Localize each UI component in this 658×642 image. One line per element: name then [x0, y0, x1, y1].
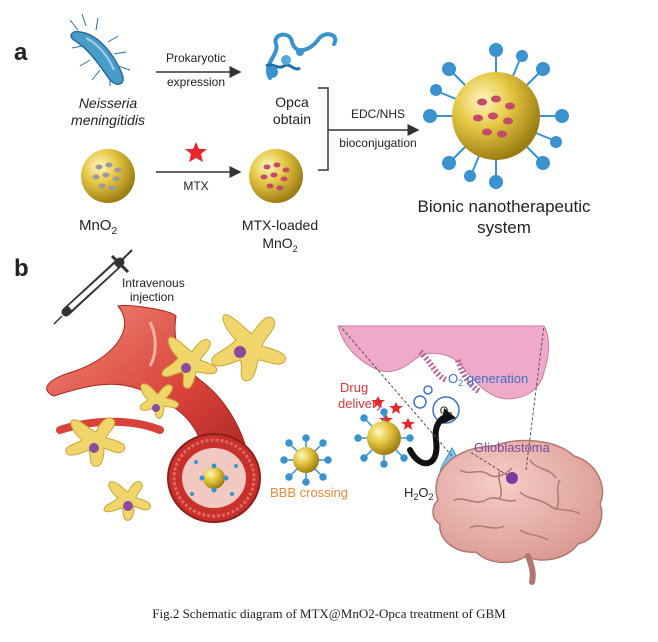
- glioblastoma-label: Glioblastoma: [474, 440, 551, 455]
- conjugation-label-bottom: bioconjugation: [339, 136, 416, 150]
- tumor-tissue: [337, 325, 550, 400]
- figure-caption: Fig.2 Schematic diagram of MTX@MnO2-Opca…: [152, 606, 506, 621]
- reaction-arrow: [407, 413, 451, 467]
- crossing-nanoparticle: [280, 434, 332, 486]
- o2-bubbles: [413, 385, 433, 409]
- brain-illustration: [432, 439, 604, 585]
- opca-protein-icon: [265, 32, 338, 80]
- zoom-line-left: [339, 325, 453, 457]
- mno2-nanoparticle: [81, 149, 135, 203]
- conjugation-label-top: EDC/NHS: [351, 107, 405, 121]
- expression-label-line1: Prokaryotic: [166, 51, 226, 65]
- organism-name-line2: meningitidis: [71, 112, 145, 128]
- zoom-line-right: [525, 325, 545, 471]
- glioblastoma-leader: [469, 451, 513, 479]
- bionic-nanoparticle: [423, 43, 569, 189]
- mtx-label: MTX: [183, 179, 208, 193]
- panel-a-label: a: [14, 39, 28, 66]
- vessel-cross-section: [167, 433, 261, 523]
- result-label-line1: Bionic nanotherapeutic: [418, 197, 591, 216]
- astrocyte-cells: [65, 314, 286, 521]
- bacterium-icon: [69, 13, 131, 86]
- mno2-label: MnO2: [79, 217, 118, 237]
- bbb-crossing-label: BBB crossing: [270, 485, 348, 500]
- panel-b-label: b: [14, 255, 29, 282]
- mtx-loaded-nanoparticle: [249, 149, 303, 203]
- expression-label-line2: expression: [167, 75, 225, 89]
- mtx-star-icon: [185, 142, 207, 162]
- opca-label-line2: obtain: [273, 111, 311, 127]
- drug-delivery-label-line1: Drug: [340, 380, 368, 395]
- mtx-loaded-label-line2: MnO2: [262, 235, 297, 254]
- injection-label-line1: Intravenous: [122, 276, 185, 290]
- syringe-icon: [53, 249, 133, 325]
- drug-delivery-label-line2: delivery: [338, 396, 383, 411]
- o2-generation-label: O2 generation: [448, 371, 528, 388]
- h2o2-label: H2O2: [404, 485, 434, 502]
- conjugation-bracket: [318, 87, 329, 171]
- organism-name-line1: Neisseria: [79, 95, 138, 111]
- astrocyte-nuclei: [89, 346, 246, 511]
- tumor-nanoparticle: [354, 408, 414, 468]
- reaction-arrow-head: [442, 408, 456, 424]
- injection-label-line2: injection: [130, 290, 174, 304]
- result-label-line2: system: [477, 218, 531, 237]
- opca-label-line1: Opca: [275, 94, 309, 110]
- mtx-loaded-label-line1: MTX-loaded: [242, 217, 318, 233]
- drug-release-stars: [371, 396, 415, 430]
